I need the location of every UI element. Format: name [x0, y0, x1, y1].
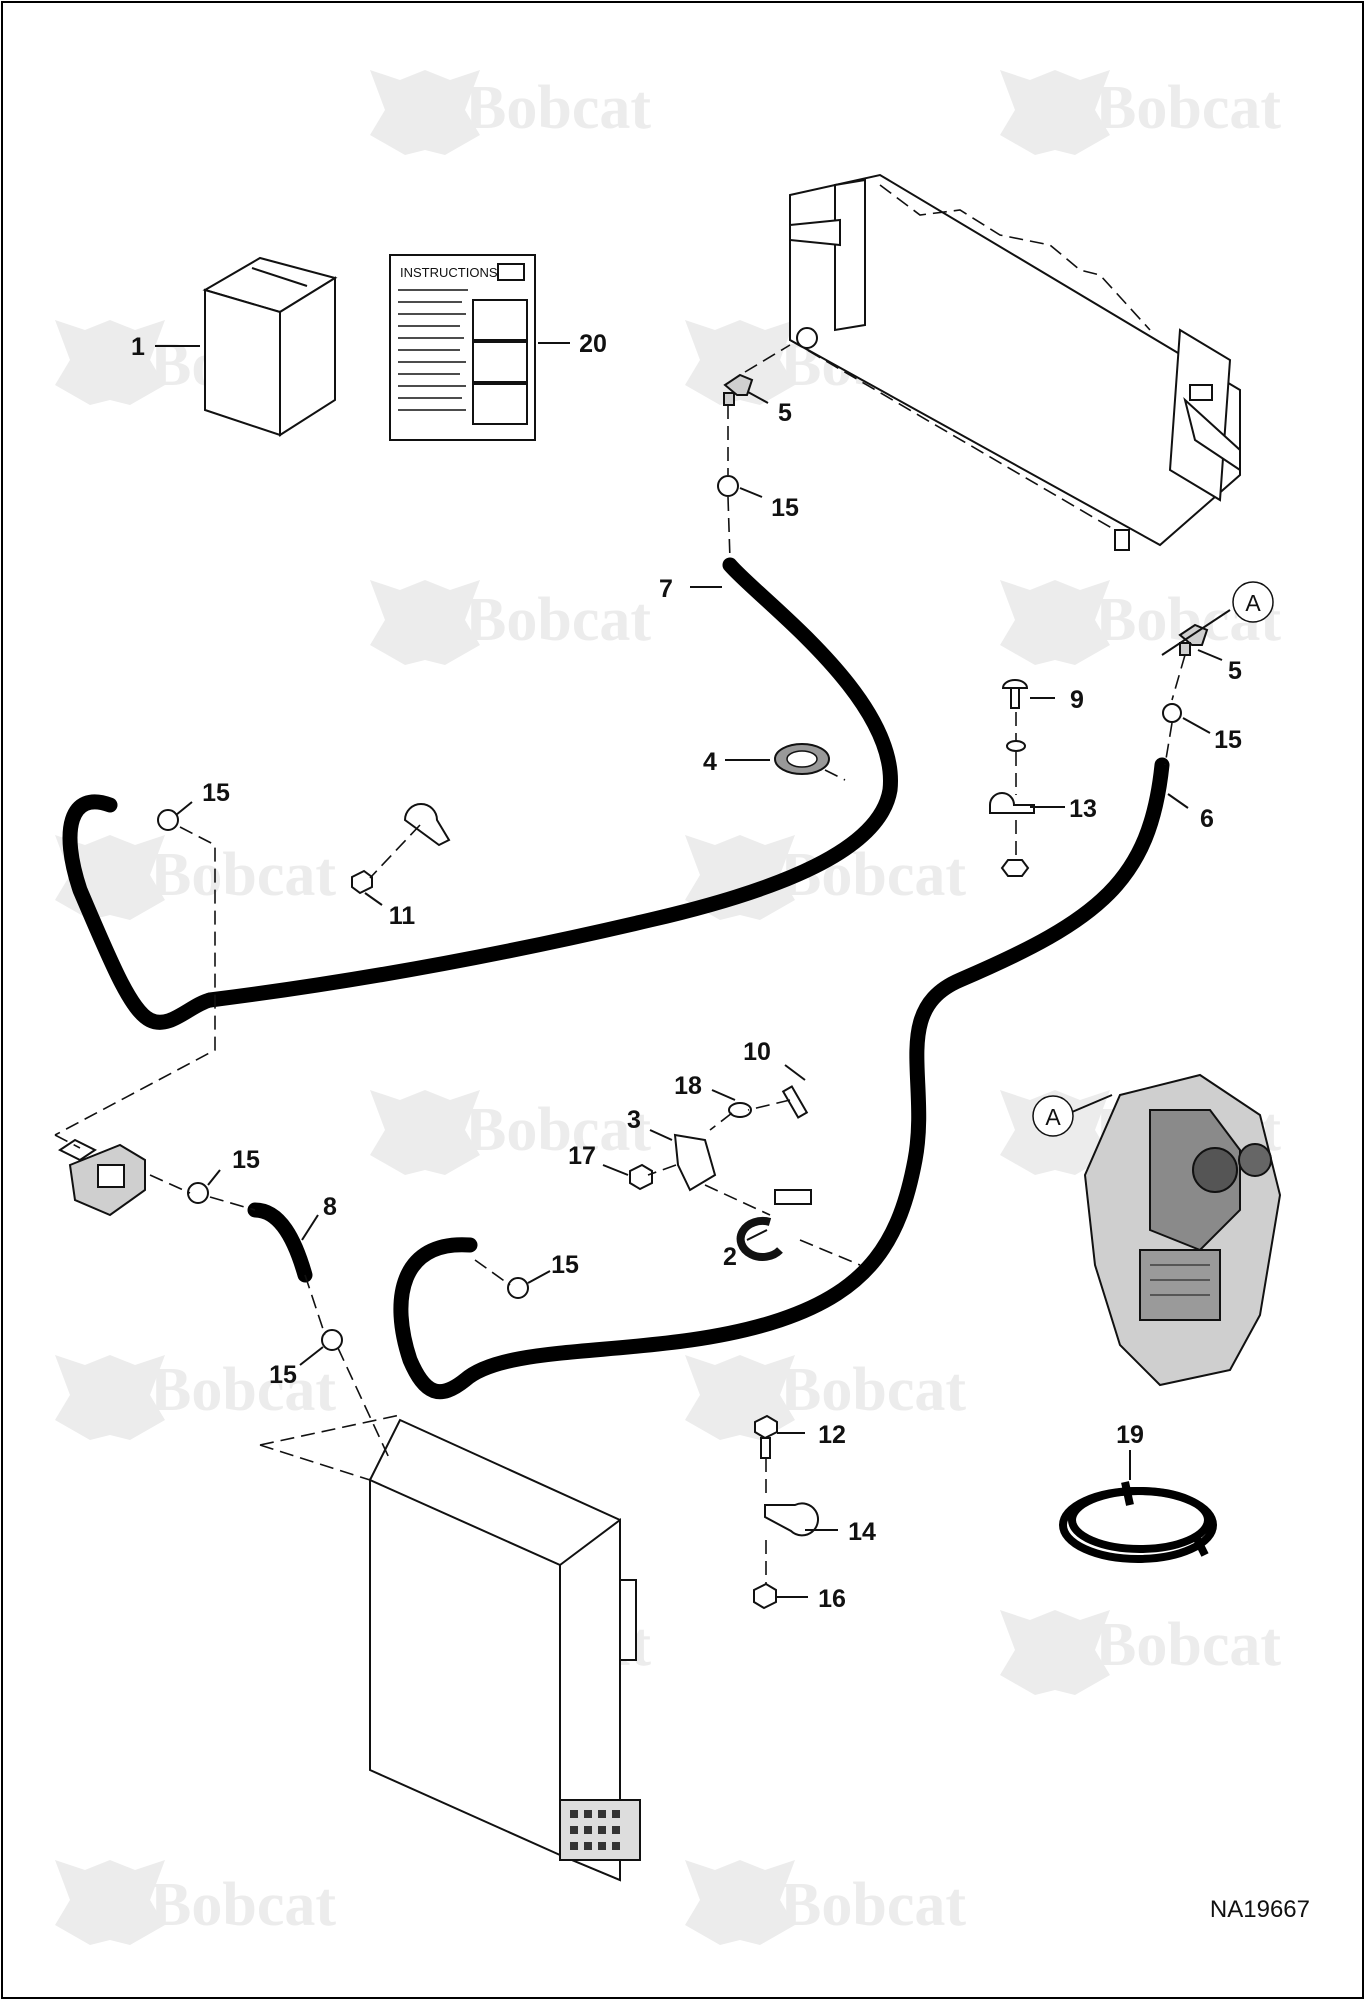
- callout-18: 18: [674, 1072, 702, 1100]
- watermark-text: Bobcat: [465, 74, 651, 142]
- heater-box: [368, 1418, 641, 1882]
- callout-16: 16: [818, 1585, 846, 1613]
- reference-marker-a-top: A: [1232, 581, 1274, 623]
- callout-4: 4: [703, 748, 717, 776]
- watermark-text: Bobcat: [1095, 74, 1281, 142]
- callout-15: 15: [1214, 726, 1242, 754]
- callout-15: 15: [202, 779, 230, 807]
- watermark-text: Bobcat: [465, 1096, 651, 1164]
- callout-8: 8: [323, 1193, 337, 1221]
- watermark-text: Bobcat: [150, 841, 336, 909]
- callout-13: 13: [1069, 795, 1097, 823]
- reference-marker-label: A: [1245, 590, 1261, 616]
- valve: [58, 1138, 146, 1217]
- assembly-lines: [54, 339, 1186, 1584]
- instructions-sheet: INSTRUCTIONS: [389, 254, 536, 441]
- reference-marker-label: A: [1045, 1104, 1061, 1130]
- callout-15: 15: [551, 1251, 579, 1279]
- engine: [1083, 1073, 1282, 1387]
- hose-19-coil: [1059, 1481, 1217, 1563]
- callout-10: 10: [743, 1038, 771, 1066]
- callout-1: 1: [131, 333, 145, 361]
- callout-7: 7: [659, 575, 673, 603]
- callout-20: 20: [579, 330, 607, 358]
- hose-8: [247, 1202, 313, 1283]
- callout-11: 11: [389, 902, 416, 930]
- watermark-text: Bobcat: [780, 1871, 966, 1939]
- figure-id: NA19667: [1210, 1896, 1310, 1923]
- watermark-text: Bobcat: [1095, 1611, 1281, 1679]
- hose-6: [393, 757, 1170, 1400]
- callout-15: 15: [269, 1361, 297, 1389]
- callout-15: 15: [232, 1146, 260, 1174]
- callout-19: 19: [1116, 1421, 1144, 1449]
- callout-15: 15: [771, 494, 799, 522]
- callout-5: 5: [1228, 657, 1242, 685]
- leader-lines: [155, 342, 1231, 1598]
- callout-9: 9: [1070, 686, 1084, 714]
- watermark-text: Bobcat: [780, 1356, 966, 1424]
- callout-3: 3: [627, 1106, 641, 1134]
- instructions-title: INSTRUCTIONS: [400, 265, 498, 280]
- callout-2: 2: [723, 1243, 737, 1271]
- reference-marker-a-engine: A: [1032, 1095, 1074, 1137]
- radiator: [789, 173, 1241, 551]
- hose-7-loop: [62, 794, 218, 1030]
- callout-12: 12: [818, 1421, 846, 1449]
- kit-box: [202, 256, 338, 437]
- callouts: 1 20 5 15 7 5 15 9 6 4 13 15 11 10 18 3 …: [131, 330, 1242, 1613]
- watermark-text: Bobcat: [150, 1871, 336, 1939]
- callout-14: 14: [848, 1518, 876, 1546]
- watermark-text: Bobcat: [150, 1356, 336, 1424]
- callout-6: 6: [1200, 805, 1214, 833]
- fittings: [157, 373, 1209, 1610]
- hose-7: [202, 557, 898, 1008]
- watermark-text: Bobcat: [465, 586, 651, 654]
- callout-17: 17: [568, 1142, 596, 1170]
- callout-5: 5: [778, 399, 792, 427]
